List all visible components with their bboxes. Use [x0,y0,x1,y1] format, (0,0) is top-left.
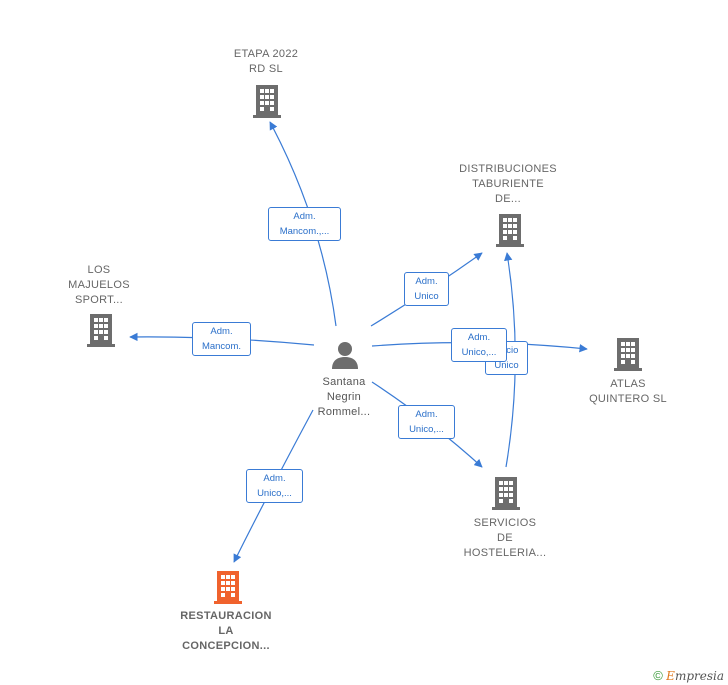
node-line: ATLAS [610,378,646,390]
center-line: Santana [322,376,366,388]
brand-initial: E [666,669,675,683]
node-line: RESTAURACION [180,610,272,622]
node-line: QUINTERO SL [589,393,667,405]
edge-label-atlas[interactable]: Adm. Unico,... [451,328,507,362]
center-person-label[interactable]: Santana Negrin Rommel... [296,375,392,420]
person-icon[interactable] [330,340,360,370]
copyright-icon: © [653,668,663,683]
node-label-restauracion[interactable]: RESTAURACION LA CONCEPCION... [166,609,286,654]
edge-label-majuelos[interactable]: Adm. Mancom. [192,322,251,356]
node-line: LOS [87,264,111,276]
building-icon[interactable] [253,85,283,119]
center-line: Negrin [326,391,362,403]
node-line: DE [497,532,513,544]
edge-label-servicios[interactable]: Adm. Unico,... [398,405,455,439]
edge-line: Adm. [467,332,491,343]
node-line: TABURIENTE [472,178,544,190]
edge-line: Adm. [415,276,438,287]
node-label-etapa[interactable]: ETAPA 2022 RD SL [218,47,314,77]
edge-line: Mancom.,... [279,226,330,237]
edge-line: Adm. [210,326,233,337]
edge-line: Único [494,360,519,371]
building-icon[interactable] [214,571,244,605]
edge-line: Unico,... [461,347,497,358]
node-line: DISTRIBUCIONES [459,163,557,175]
brand-watermark: © Empresia [653,668,724,683]
edge-label-etapa[interactable]: Adm. Mancom.,... [268,207,341,241]
brand-name: mpresia [674,669,724,683]
center-line: Rommel... [317,406,371,418]
node-label-atlas[interactable]: ATLAS QUINTERO SL [576,377,680,407]
node-line: SERVICIOS [473,517,537,529]
edge-label-restauracion[interactable]: Adm. Unico,... [246,469,303,503]
node-line: SPORT... [74,294,124,306]
edge-line: Adm. [263,473,286,484]
node-line: CONCEPCION... [182,640,270,652]
edge-label-distribuciones[interactable]: Adm. Unico [404,272,449,306]
node-line: HOSTELERIA... [463,547,547,559]
node-line: LA [218,625,234,637]
edge-line: Mancom. [201,341,242,352]
node-line: MAJUELOS [68,279,130,291]
building-icon[interactable] [614,338,644,372]
node-label-servicios[interactable]: SERVICIOS DE HOSTELERIA... [452,516,558,561]
node-label-distribuciones[interactable]: DISTRIBUCIONES TABURIENTE DE... [450,162,566,207]
node-line: ETAPA 2022 [233,48,299,60]
edge-line: Adm. [293,211,316,222]
node-line: DE... [495,193,521,205]
edge-line: Unico,... [257,488,292,499]
edge-line: Unico [414,291,439,302]
node-line: RD SL [249,63,283,75]
building-icon[interactable] [496,214,526,248]
edge-line: Adm. [415,409,438,420]
node-label-majuelos[interactable]: LOS MAJUELOS SPORT... [51,263,147,308]
building-icon[interactable] [492,477,522,511]
building-icon[interactable] [87,314,117,348]
edge-line: Unico,... [409,424,444,435]
